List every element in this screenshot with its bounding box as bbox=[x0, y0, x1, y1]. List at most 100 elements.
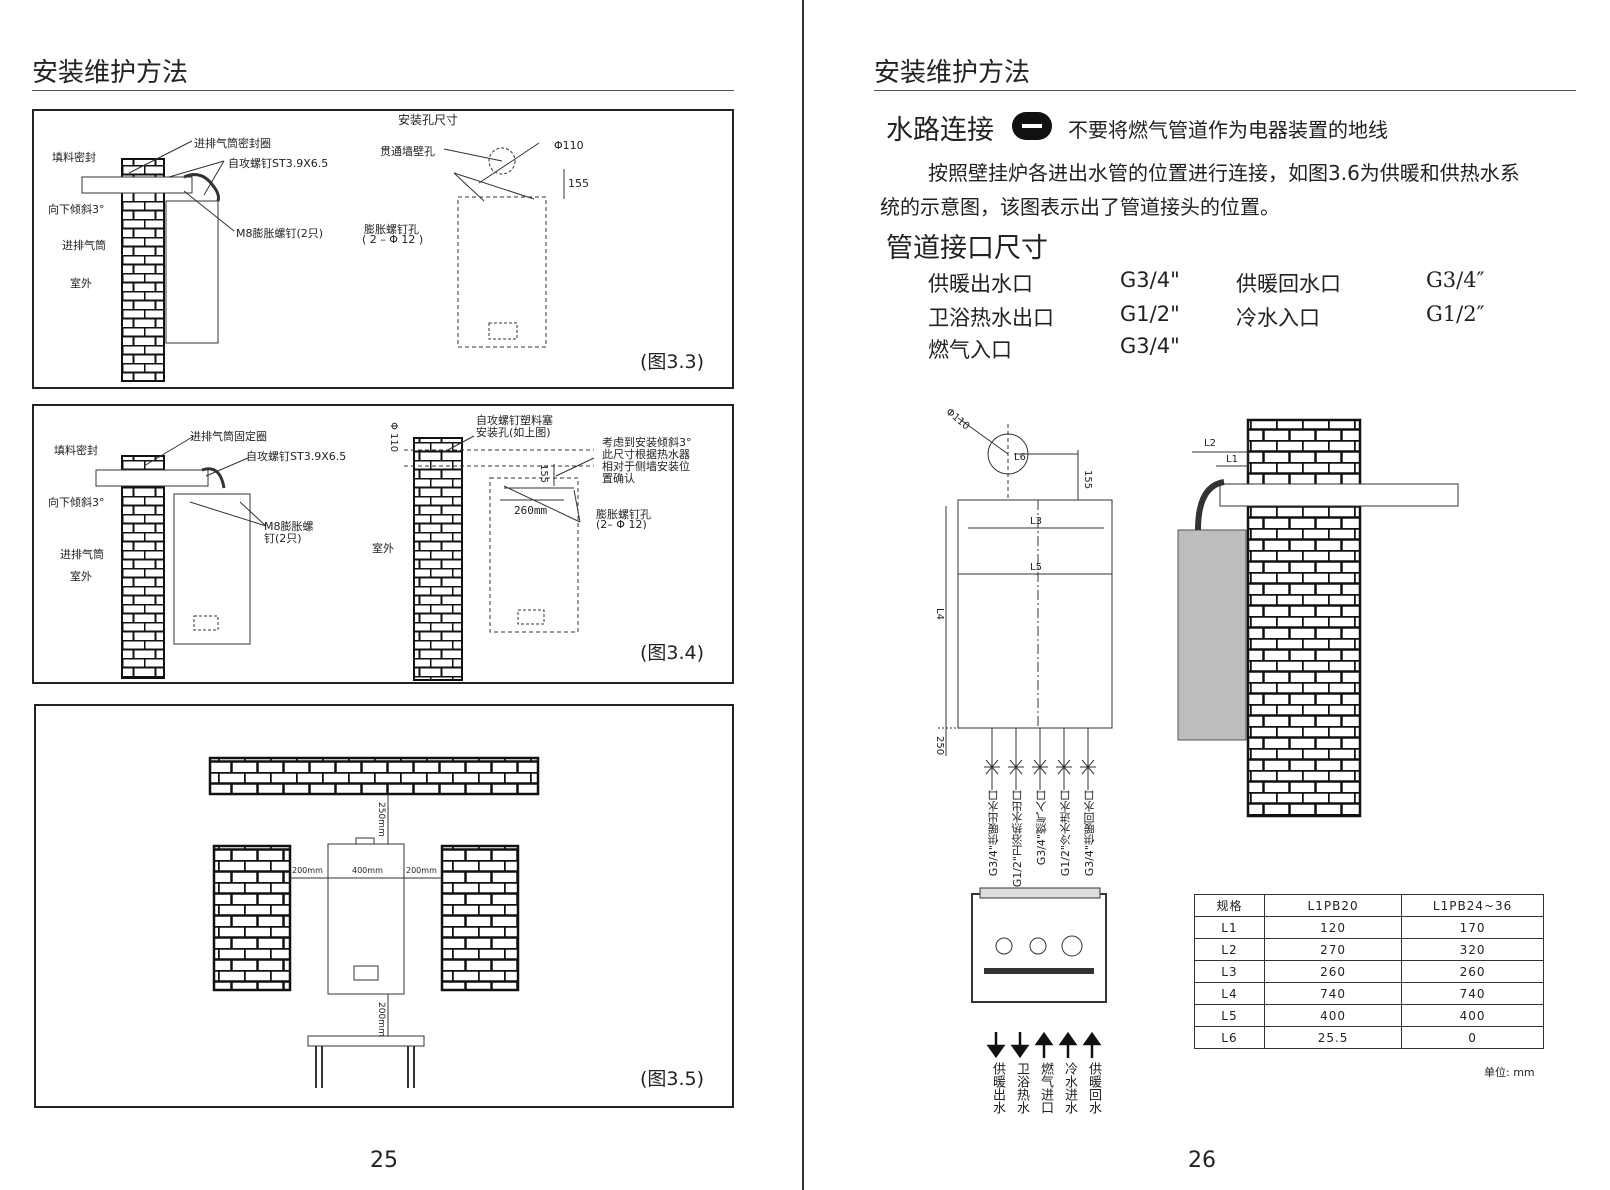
page-number-26: 26 bbox=[1188, 1148, 1216, 1173]
table-cell: L1 bbox=[1194, 916, 1265, 939]
top-wall bbox=[208, 756, 540, 796]
pipe-label-heating-out: G3/4"供暖出水口 bbox=[987, 790, 1000, 877]
label-anchor-hole: 膨胀螺钉孔 bbox=[364, 223, 419, 236]
boiler-outline bbox=[489, 477, 579, 633]
label-m8-a: M8膨胀螺 bbox=[264, 520, 314, 533]
warning-text: 不要将燃气管道作为电器装置的地线 bbox=[1068, 118, 1388, 142]
label-m8: M8膨胀螺钉(2只) bbox=[236, 227, 324, 240]
caption-3-5: (图3.5) bbox=[640, 1068, 705, 1090]
arrow-label-hot-water: 卫浴热水 bbox=[1014, 1062, 1029, 1114]
boiler-outline bbox=[457, 196, 547, 348]
pipe-label-gas-in: G3/4"燃气入口 bbox=[1035, 790, 1048, 866]
table-cell: 740 bbox=[1263, 982, 1403, 1005]
header-rule bbox=[874, 90, 1576, 91]
label-phi110: Φ 110 bbox=[388, 422, 399, 453]
label-through-hole: 贯通墙壁孔 bbox=[380, 145, 435, 158]
label-L2: L2 bbox=[1204, 438, 1216, 449]
boiler-front bbox=[173, 493, 251, 645]
section-pipe-sizes: 管道接口尺寸 bbox=[886, 233, 1048, 264]
table-cell: 260 bbox=[1401, 960, 1544, 983]
spec-name-cold-water-in: 冷水入口 bbox=[1236, 306, 1320, 330]
brick-wall bbox=[121, 158, 165, 382]
spec-name-hot-water-out: 卫浴热水出口 bbox=[928, 306, 1054, 330]
label-L4: L4 bbox=[934, 608, 945, 620]
note-line-2: 此尺寸根据热水器 bbox=[602, 448, 690, 461]
unit-note: 单位: mm bbox=[1484, 1066, 1535, 1079]
left-page: 安装维护方法 安装孔尺寸 填料密封 进排气筒密封圈 自攻螺钉ST3.9X6.5 … bbox=[0, 0, 802, 1190]
paragraph-line-1: 按照壁挂炉各进出水管的位置进行连接，如图3.6为供暖和供热水系 bbox=[928, 161, 1520, 185]
label-200mm-left: 200mm bbox=[292, 866, 323, 875]
table-header-cell: L1PB20 bbox=[1263, 894, 1403, 917]
table-header-cell: L1PB24~36 bbox=[1401, 894, 1544, 917]
figure-3-4-drawing bbox=[95, 435, 595, 681]
label-260: 260mm bbox=[514, 504, 548, 517]
spec-value-gas-in: G3/4" bbox=[1120, 334, 1180, 358]
label-phi110: Φ110 bbox=[554, 139, 584, 152]
table-cell: 740 bbox=[1401, 982, 1544, 1005]
spec-name-gas-in: 燃气入口 bbox=[928, 338, 1012, 362]
figure-3-4: 填料密封 进排气筒固定圈 自攻螺钉ST3.9X6.5 向下倾斜3° M8膨胀螺 … bbox=[32, 404, 734, 684]
brick-wall-2 bbox=[413, 437, 463, 681]
label-L6: L6 bbox=[1014, 452, 1026, 463]
pipe-label-heating-return: G3/4"供暖回水口 bbox=[1083, 790, 1096, 877]
label-outdoor: 室外 bbox=[70, 277, 92, 290]
table-cell: 170 bbox=[1401, 916, 1544, 939]
side-flue-pipe bbox=[1219, 483, 1459, 507]
table-cell: 320 bbox=[1401, 938, 1544, 961]
label-anchor-hole: 膨胀螺钉孔 bbox=[596, 508, 651, 521]
label-outdoor: 室外 bbox=[70, 570, 92, 583]
arrow-label-gas-in: 燃气进口 bbox=[1038, 1062, 1053, 1114]
table-row: L3 260 260 bbox=[1194, 960, 1544, 983]
spec-value-heating-out: G3/4" bbox=[1120, 268, 1180, 292]
install-hole-title: 安装孔尺寸 bbox=[398, 113, 459, 127]
table-cell: 260 bbox=[1263, 960, 1403, 983]
caption-3-3: (图3.3) bbox=[640, 351, 705, 373]
page-number-25: 25 bbox=[370, 1148, 398, 1173]
table-row: L1 120 170 bbox=[1194, 916, 1544, 939]
figure-3-3-drawing bbox=[81, 140, 565, 382]
caption-3-4: (图3.4) bbox=[640, 642, 705, 664]
label-tilt: 向下倾斜3° bbox=[48, 496, 105, 509]
table-cell: 400 bbox=[1263, 1004, 1403, 1027]
flue-elbow bbox=[183, 173, 220, 202]
label-200mm-right: 200mm bbox=[406, 866, 437, 875]
spec-table: 规格 L1PB20 L1PB24~36 L1 120 170 L2 270 32… bbox=[1194, 894, 1544, 1049]
spec-value-heating-return: G3/4″ bbox=[1426, 268, 1485, 292]
spec-name-heating-out: 供暖出水口 bbox=[928, 272, 1033, 296]
label-anchor-spec: ( 2 – Φ 12 ) bbox=[362, 233, 424, 246]
arrow-label-heating-out: 供暖出水 bbox=[990, 1062, 1005, 1114]
table-cell: L6 bbox=[1194, 1026, 1265, 1049]
table-cell: 0 bbox=[1401, 1026, 1544, 1049]
note-line-4: 置确认 bbox=[602, 472, 635, 485]
table-top bbox=[307, 1035, 425, 1047]
boiler-side-grey bbox=[1177, 529, 1247, 741]
label-flue-pipe: 进排气筒 bbox=[62, 239, 106, 252]
boiler-front-outline bbox=[957, 499, 1113, 729]
control-panel bbox=[971, 893, 1107, 1003]
table-cell: L3 bbox=[1194, 960, 1265, 983]
section-water-connection: 水路连接 bbox=[886, 115, 994, 146]
brick-wall bbox=[121, 455, 165, 679]
label-m8-b: 钉(2只) bbox=[264, 532, 302, 545]
label-L5: L5 bbox=[1030, 562, 1042, 573]
label-flue-seal-ring: 进排气筒密封圈 bbox=[194, 137, 271, 150]
table-cell: 270 bbox=[1263, 938, 1403, 961]
label-155: 155 bbox=[538, 464, 549, 484]
header-rule bbox=[32, 90, 734, 91]
label-155: 155 bbox=[568, 177, 589, 190]
arrow-label-heating-return: 供暖回水 bbox=[1086, 1062, 1101, 1114]
figure-3-5-drawing bbox=[208, 756, 540, 1088]
label-250: 250 bbox=[934, 736, 945, 756]
flue-pipe bbox=[81, 176, 193, 194]
table-header-cell: 规格 bbox=[1194, 894, 1265, 917]
figure-3-5: 250mm 200mm 400mm 200mm 200mm (图3.5) bbox=[34, 704, 734, 1108]
label-plug-a: 自攻螺钉塑料塞 bbox=[476, 414, 553, 427]
table-cell: L5 bbox=[1194, 1004, 1265, 1027]
table-row: L4 740 740 bbox=[1194, 982, 1544, 1005]
left-wall bbox=[212, 844, 292, 992]
left-page-header: 安装维护方法 bbox=[32, 58, 189, 88]
pipe-label-hot-water-out: G1/2"卫浴热水出口 bbox=[1011, 790, 1024, 888]
label-plug-b: 安装孔(如上图) bbox=[476, 426, 551, 439]
label-flue-fix-ring: 进排气筒固定圈 bbox=[190, 430, 267, 443]
label-200mm-bottom: 200mm bbox=[376, 1002, 386, 1037]
